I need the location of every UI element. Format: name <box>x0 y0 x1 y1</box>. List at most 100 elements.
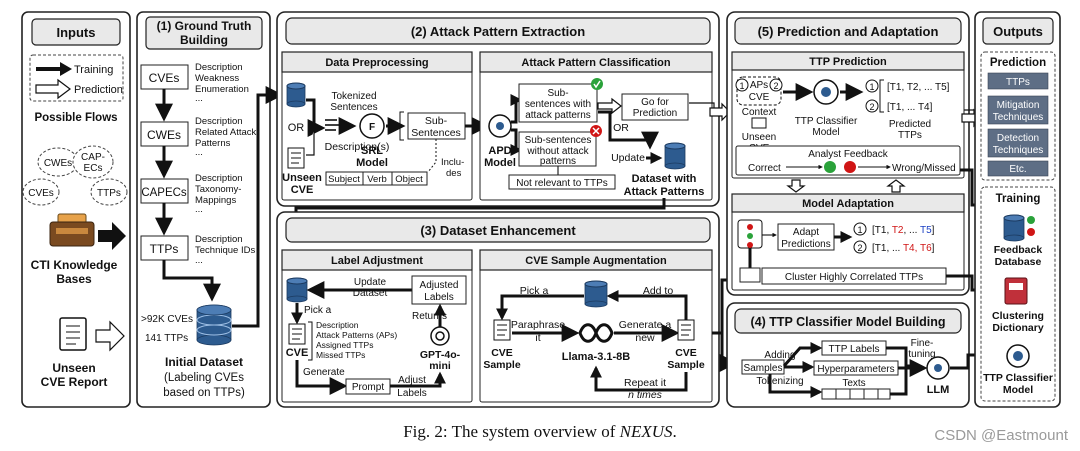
without-ap-label-3: patterns <box>540 156 576 167</box>
gt-node-capecs-desc: ... <box>195 204 203 215</box>
preprocessing-title: Data Preprocessing <box>325 57 428 69</box>
adding-label: Adding <box>764 350 795 361</box>
connector-go-prediction-arrow <box>709 102 731 122</box>
svg-text:1: 1 <box>869 82 874 92</box>
cloud-capecs-1: CAP- <box>81 152 105 163</box>
adjusted-labels-label-1: Adjusted <box>420 280 459 291</box>
output-ttps-label: TTPs <box>1006 77 1030 88</box>
clustering-label-2: Dictionary <box>992 322 1044 334</box>
knowledge-base-icon <box>49 213 95 247</box>
report-label-1: Unseen <box>52 361 95 375</box>
initial-dataset-sub-1: (Labeling CVEs <box>164 372 244 384</box>
pick-cve-label: Pick a <box>304 305 332 316</box>
classifier-label-1: TTP Classifier <box>795 116 858 127</box>
svg-text:2: 2 <box>857 243 862 253</box>
possible-flows-label: Possible Flows <box>34 112 117 124</box>
gt-node-cves-desc: Enumeration <box>195 84 249 95</box>
srl-label-2: Model <box>356 157 388 169</box>
aps-label: APs <box>750 80 768 91</box>
apd-model-icon <box>488 114 512 138</box>
analyst-feedback-label: Analyst Feedback <box>808 149 888 160</box>
aug-db-icon <box>584 280 608 308</box>
adapt-label-2: Predictions <box>781 239 830 250</box>
unseen-cve-doc-icon <box>287 147 305 169</box>
training-arrow-icon <box>60 62 72 76</box>
paraphrase-label-2: it <box>535 332 540 344</box>
srl-label-1: SRL <box>361 145 383 157</box>
llm-icon <box>926 356 950 380</box>
aug-sample-left-icon <box>493 319 511 341</box>
down-hollow-arrow-icon <box>786 179 806 193</box>
predicted-label-1: Predicted <box>889 119 931 130</box>
feedback-db-icon <box>1003 214 1035 242</box>
update-dataset-label-1: Update <box>354 277 387 288</box>
preprocessing-or: OR <box>288 122 305 134</box>
feedback-db-label-1: Feedback <box>994 244 1043 256</box>
returns-label: Returns <box>412 311 447 322</box>
attack-pattern-title: (2) Attack Pattern Extraction <box>411 24 585 39</box>
classification-or: OR <box>613 122 629 134</box>
apd-label-2: Model <box>484 157 516 169</box>
gt-node-ttps-label: TTPs <box>150 242 179 256</box>
report-label-2: CVE Report <box>41 375 108 389</box>
thumbs-up-icon <box>824 161 836 173</box>
srl-token-row: Subject Verb Object <box>325 171 428 186</box>
unseen-cve-label-1: Unseen <box>282 172 322 184</box>
feedback-db-label-2: Database <box>995 256 1042 268</box>
adaptation-title: Model Adaptation <box>802 198 894 210</box>
subsentences-label-2: Sentences <box>411 127 461 139</box>
svg-text:2: 2 <box>773 81 778 91</box>
output-detection <box>987 128 1049 158</box>
output-etc <box>987 160 1049 177</box>
cve-field-assigned: Assigned TTPs <box>316 340 373 350</box>
ttp-classifier-icon <box>813 79 839 105</box>
la-db-icon <box>286 277 308 303</box>
output-mitigation <box>987 95 1049 125</box>
includes-label-1: Inclu- <box>441 157 464 168</box>
pred-out-1: [T1, T2, ... T5] <box>887 82 950 93</box>
output-mitigation-label-2: Techniques <box>993 112 1044 123</box>
update-dataset-label-2: Dataset <box>353 288 388 299</box>
watermark: CSDN @Eastmount <box>934 427 1068 444</box>
augmentation-title: CVE Sample Augmentation <box>525 255 667 267</box>
preprocessing-db-icon <box>286 82 306 108</box>
predicted-label-2: TTPs <box>898 130 922 141</box>
aug-sample-right-icon <box>677 319 695 341</box>
ttp-prediction-title: TTP Prediction <box>809 56 887 68</box>
cve-field-missed: Missed TTPs <box>316 350 365 360</box>
adjust-labels-label-1: Adjust <box>398 375 426 386</box>
generate-new-label-2: new <box>635 332 655 344</box>
output-detection-label-1: Detection <box>997 133 1039 144</box>
gt-node-cwes-desc: Description <box>195 116 243 127</box>
token-verb: Verb <box>367 174 387 185</box>
initial-dataset-sub-2: based on TTPs) <box>163 387 245 399</box>
with-ap-label-2: sentences with <box>525 99 591 110</box>
tokenized-label-1: Tokenized <box>331 91 376 102</box>
aug-sample-left-2: Sample <box>483 359 521 371</box>
report-prediction-arrow-icon <box>95 320 125 352</box>
model-building-panel: (4) TTP Classifier Model Building Adding… <box>726 302 970 408</box>
initial-dataset-title: Initial Dataset <box>165 355 243 369</box>
dataset-ap-label-2: Attack Patterns <box>624 186 705 198</box>
tokenized-label-2: Sentences <box>330 102 377 113</box>
gt-node-cwes-desc: ... <box>195 147 203 158</box>
la-cve-doc-icon <box>288 323 306 345</box>
gt-title-1: (1) Ground Truth <box>157 19 252 33</box>
kb-training-arrow-icon <box>98 222 126 250</box>
hyperparameters-label: Hyperparameters <box>817 364 894 375</box>
clustering-label-1: Clustering <box>992 310 1044 322</box>
fine-tuning-label-1: Fine- <box>911 338 934 349</box>
outputs-panel: Outputs Prediction TTPs Mitigation Techn… <box>974 11 1061 408</box>
subsentences-label-1: Sub- <box>425 115 448 127</box>
svg-text:1: 1 <box>857 225 862 235</box>
prompt-label: Prompt <box>352 382 384 393</box>
cloud-ttps: TTPs <box>97 188 121 199</box>
gt-node-capecs-label: CAPECs <box>141 187 187 199</box>
initial-dataset-icon <box>196 304 232 346</box>
gt-node-cwes-label: CWEs <box>147 128 181 142</box>
gt-node-cves-desc: Description <box>195 62 243 73</box>
pred-out-2: [T1, ... T4] <box>887 102 933 113</box>
fine-tuning-label-2: tuning <box>908 349 935 360</box>
adapt-out-1: [T1, T2, ... T5] <box>872 225 935 236</box>
without-ap-label-1: Sub-sentences <box>525 135 592 146</box>
